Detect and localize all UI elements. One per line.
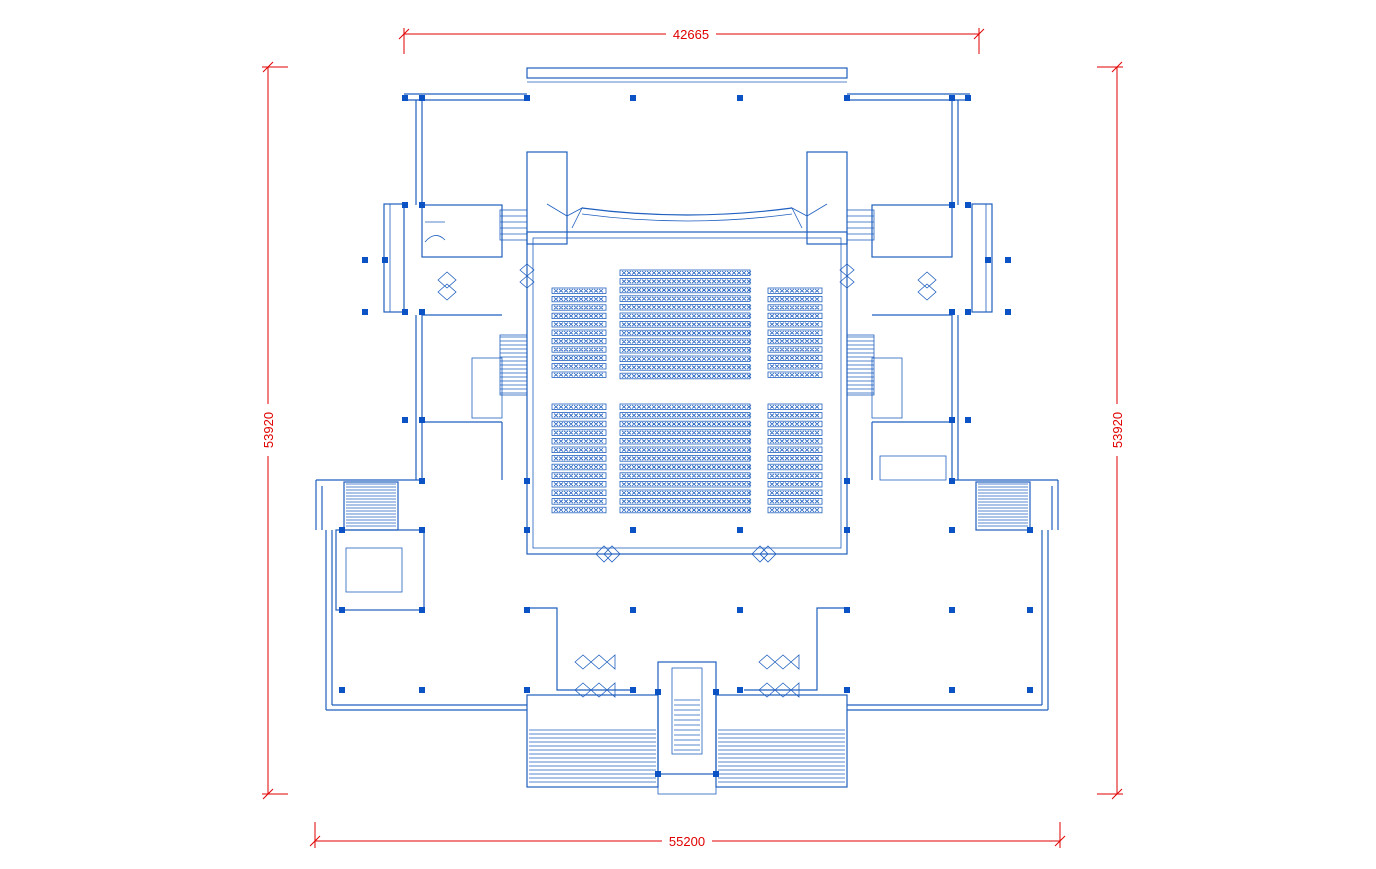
dimension-right: 53920 bbox=[1097, 61, 1125, 800]
outer-walls bbox=[315, 67, 1059, 711]
dimension-right-label: 53920 bbox=[1110, 412, 1125, 448]
seating bbox=[551, 269, 823, 514]
dimension-bottom-label: 55200 bbox=[669, 834, 705, 849]
dimension-bottom: 55200 bbox=[309, 822, 1066, 849]
dimension-top: 42665 bbox=[398, 26, 985, 54]
dimension-left: 53920 bbox=[260, 61, 288, 800]
auditorium bbox=[519, 151, 855, 563]
lobby bbox=[526, 607, 848, 795]
structural-columns bbox=[339, 95, 1033, 777]
dimension-left-label: 53920 bbox=[261, 412, 276, 448]
dimension-top-label: 42665 bbox=[673, 27, 709, 42]
side-rooms bbox=[335, 204, 1031, 611]
stair-treads bbox=[346, 336, 1028, 783]
